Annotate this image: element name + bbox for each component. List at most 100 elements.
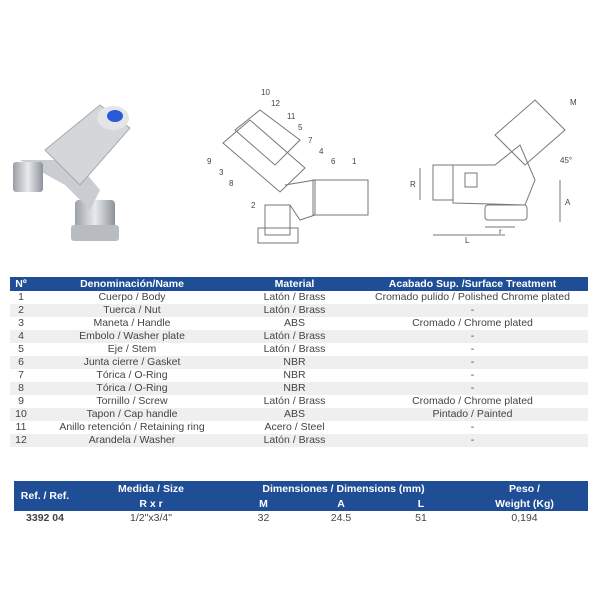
- callout: 7: [308, 136, 313, 145]
- table-row: 5 Eje / Stem Latón / Brass -: [10, 343, 588, 356]
- name-cell: Embolo / Washer plate: [32, 330, 232, 343]
- material-cell: Latón / Brass: [232, 330, 357, 343]
- treatment-cell: -: [470, 369, 475, 381]
- number-cell: 1: [18, 291, 24, 303]
- table-row: 1 Cuerpo / Body Latón / Brass Cromado pulid…: [10, 291, 588, 304]
- callout: 1: [352, 157, 357, 166]
- number-cell: 8: [10, 382, 32, 395]
- ref-header: Ref. / Ref.: [14, 481, 76, 511]
- name-cell: Maneta / Handle: [93, 317, 171, 329]
- table-row: 3 Maneta / Handle ABS Cromado / Chrome plat…: [10, 317, 588, 330]
- material-cell: Latón / Brass: [232, 434, 357, 447]
- callout: 3: [219, 168, 224, 177]
- treatment-cell: Cromado / Chrome plated: [412, 317, 533, 329]
- callout: 11: [287, 112, 296, 121]
- callout: 8: [229, 179, 234, 188]
- dim-l-header: L: [381, 496, 461, 511]
- treatment-cell: -: [357, 434, 588, 447]
- dim-label: R: [410, 180, 416, 189]
- name-cell: Tapon / Cap handle: [32, 408, 232, 421]
- product-photo: [13, 104, 131, 241]
- parts-header-cell: Material: [232, 277, 357, 291]
- treatment-cell: -: [357, 356, 588, 369]
- dim-label: A: [565, 198, 571, 207]
- number-cell: 4: [10, 330, 32, 343]
- material-cell: Latón / Brass: [263, 395, 326, 407]
- dimension-drawing: R A L r 45° M: [410, 98, 577, 245]
- number-cell: 7: [18, 369, 24, 381]
- material-cell: NBR: [232, 356, 357, 369]
- name-cell: Anillo retención / Retaining ring: [59, 421, 205, 433]
- material-cell: NBR: [232, 382, 357, 395]
- size-cell: 1/2"x3/4": [130, 512, 172, 524]
- dim-a-header: A: [301, 496, 381, 511]
- weight-subheader: Weight (Kg): [461, 496, 588, 511]
- size-header: Medida / Size: [76, 481, 226, 496]
- m-cell: 32: [257, 512, 270, 524]
- material-cell: Latón / Brass: [263, 343, 326, 355]
- dimensions-header: Dimensiones / Dimensions (mm): [226, 481, 461, 496]
- number-cell: 2: [10, 304, 32, 317]
- callout: 9: [207, 157, 212, 166]
- name-cell: Eje / Stem: [107, 343, 157, 355]
- treatment-cell: -: [357, 304, 588, 317]
- material-cell: Latón / Brass: [232, 304, 357, 317]
- number-cell: 11: [15, 421, 27, 433]
- dim-label: M: [570, 98, 577, 107]
- table-row: 7 Tórica / O-Ring NBR -: [10, 369, 588, 382]
- name-cell: Arandela / Washer: [32, 434, 232, 447]
- parts-header-cell: Acabado Sup. /Surface Treatment: [357, 277, 588, 291]
- name-cell: Tuerca / Nut: [32, 304, 232, 317]
- name-cell: Cuerpo / Body: [98, 291, 166, 303]
- callout: 5: [298, 123, 303, 132]
- parts-header-cell: Denominación/Name: [32, 277, 232, 291]
- l-cell: 51: [415, 512, 427, 524]
- callout: 2: [251, 201, 256, 210]
- parts-header-cell: Nº: [10, 277, 32, 291]
- dim-label: L: [465, 236, 470, 245]
- dim-label: r: [499, 227, 502, 236]
- material-cell: Latón / Brass: [263, 291, 326, 303]
- section-drawing: 10 12 11 5 7 4 6 1 9 3 8 2: [207, 88, 369, 244]
- dim-m-header: M: [226, 496, 301, 511]
- material-cell: NBR: [283, 369, 306, 381]
- ref-cell: 3392 04: [26, 512, 64, 524]
- number-cell: 9: [18, 395, 24, 407]
- number-cell: 6: [10, 356, 32, 369]
- dimensions-table: Ref. / Ref. Medida / Size Dimensiones / …: [14, 481, 588, 525]
- callout-labels: 10 12 11 5 7 4 6 1 9 3 8 2: [207, 88, 357, 210]
- callout: 12: [271, 99, 280, 108]
- treatment-cell: -: [470, 343, 475, 355]
- material-cell: ABS: [283, 317, 305, 329]
- treatment-cell: -: [470, 421, 475, 433]
- table-row: 3392 04 1/2"x3/4" 32 24.5 51 0,194: [14, 511, 588, 525]
- name-cell: Junta cierre / Gasket: [32, 356, 232, 369]
- table-row: 9 Tornillo / Screw Latón / Brass Cromado / …: [10, 395, 588, 408]
- material-cell: ABS: [232, 408, 357, 421]
- treatment-cell: -: [357, 382, 588, 395]
- name-cell: Tórica / O-Ring: [96, 369, 168, 381]
- treatment-cell: Cromado pulido / Polished Chrome plated: [375, 291, 570, 303]
- a-cell: 24.5: [330, 512, 352, 524]
- number-cell: 3: [18, 317, 24, 329]
- name-cell: Tornillo / Screw: [96, 395, 168, 407]
- treatment-cell: -: [357, 330, 588, 343]
- number-cell: 5: [18, 343, 24, 355]
- weight-header: Peso /: [461, 481, 588, 496]
- treatment-cell: Pintado / Painted: [357, 408, 588, 421]
- callout: 6: [331, 157, 336, 166]
- dim-label: 45°: [560, 156, 572, 165]
- callout: 4: [319, 147, 324, 156]
- treatment-cell: Cromado / Chrome plated: [412, 395, 533, 407]
- size-subheader: R x r: [76, 496, 226, 511]
- weight-cell: 0,194: [511, 512, 538, 524]
- blue-cap: [107, 110, 123, 122]
